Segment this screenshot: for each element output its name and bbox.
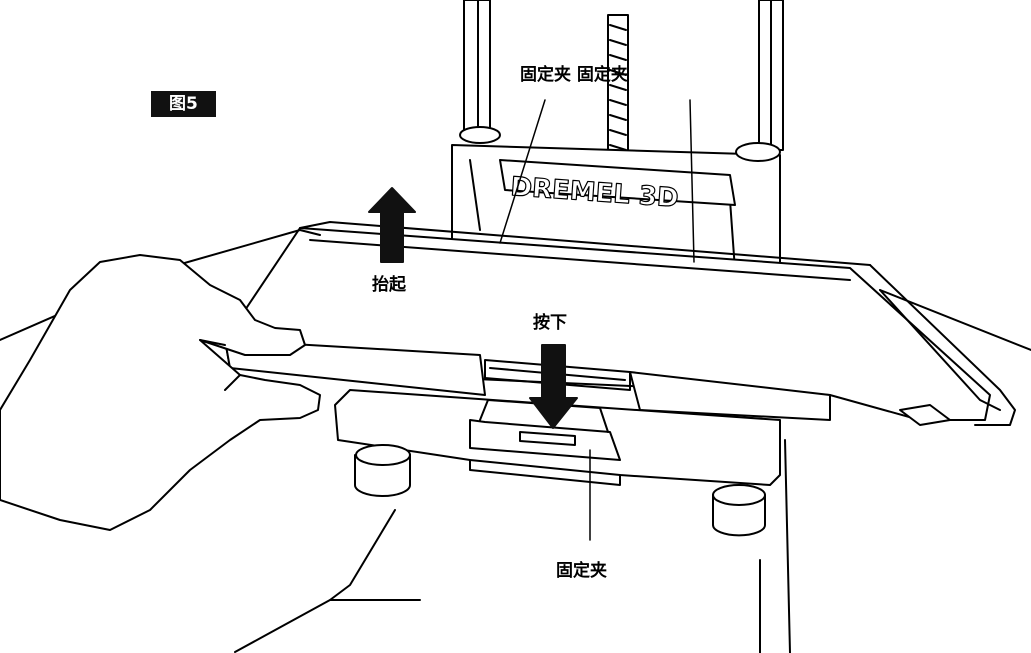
build-plate (159, 221, 1016, 426)
lift-arrow-icon (368, 187, 416, 263)
hand (0, 254, 396, 601)
label-clip-bottom: 固定夹 (556, 561, 607, 581)
arrows (368, 187, 578, 429)
label-press: 按下 (533, 313, 567, 333)
leader-lines (499, 99, 695, 541)
bed-feet (354, 444, 766, 537)
press-arrow-icon (529, 344, 578, 429)
leader-line-left-clip (499, 99, 546, 244)
bed-base (334, 389, 781, 486)
carriage: DREMEL 3D (451, 126, 781, 276)
label-lift: 抬起 (372, 275, 406, 295)
leader-line-right-clip (689, 99, 695, 263)
figure-number-badge: 图5 (151, 91, 216, 117)
label-clips-top: 固定夹 固定夹 (520, 65, 628, 85)
